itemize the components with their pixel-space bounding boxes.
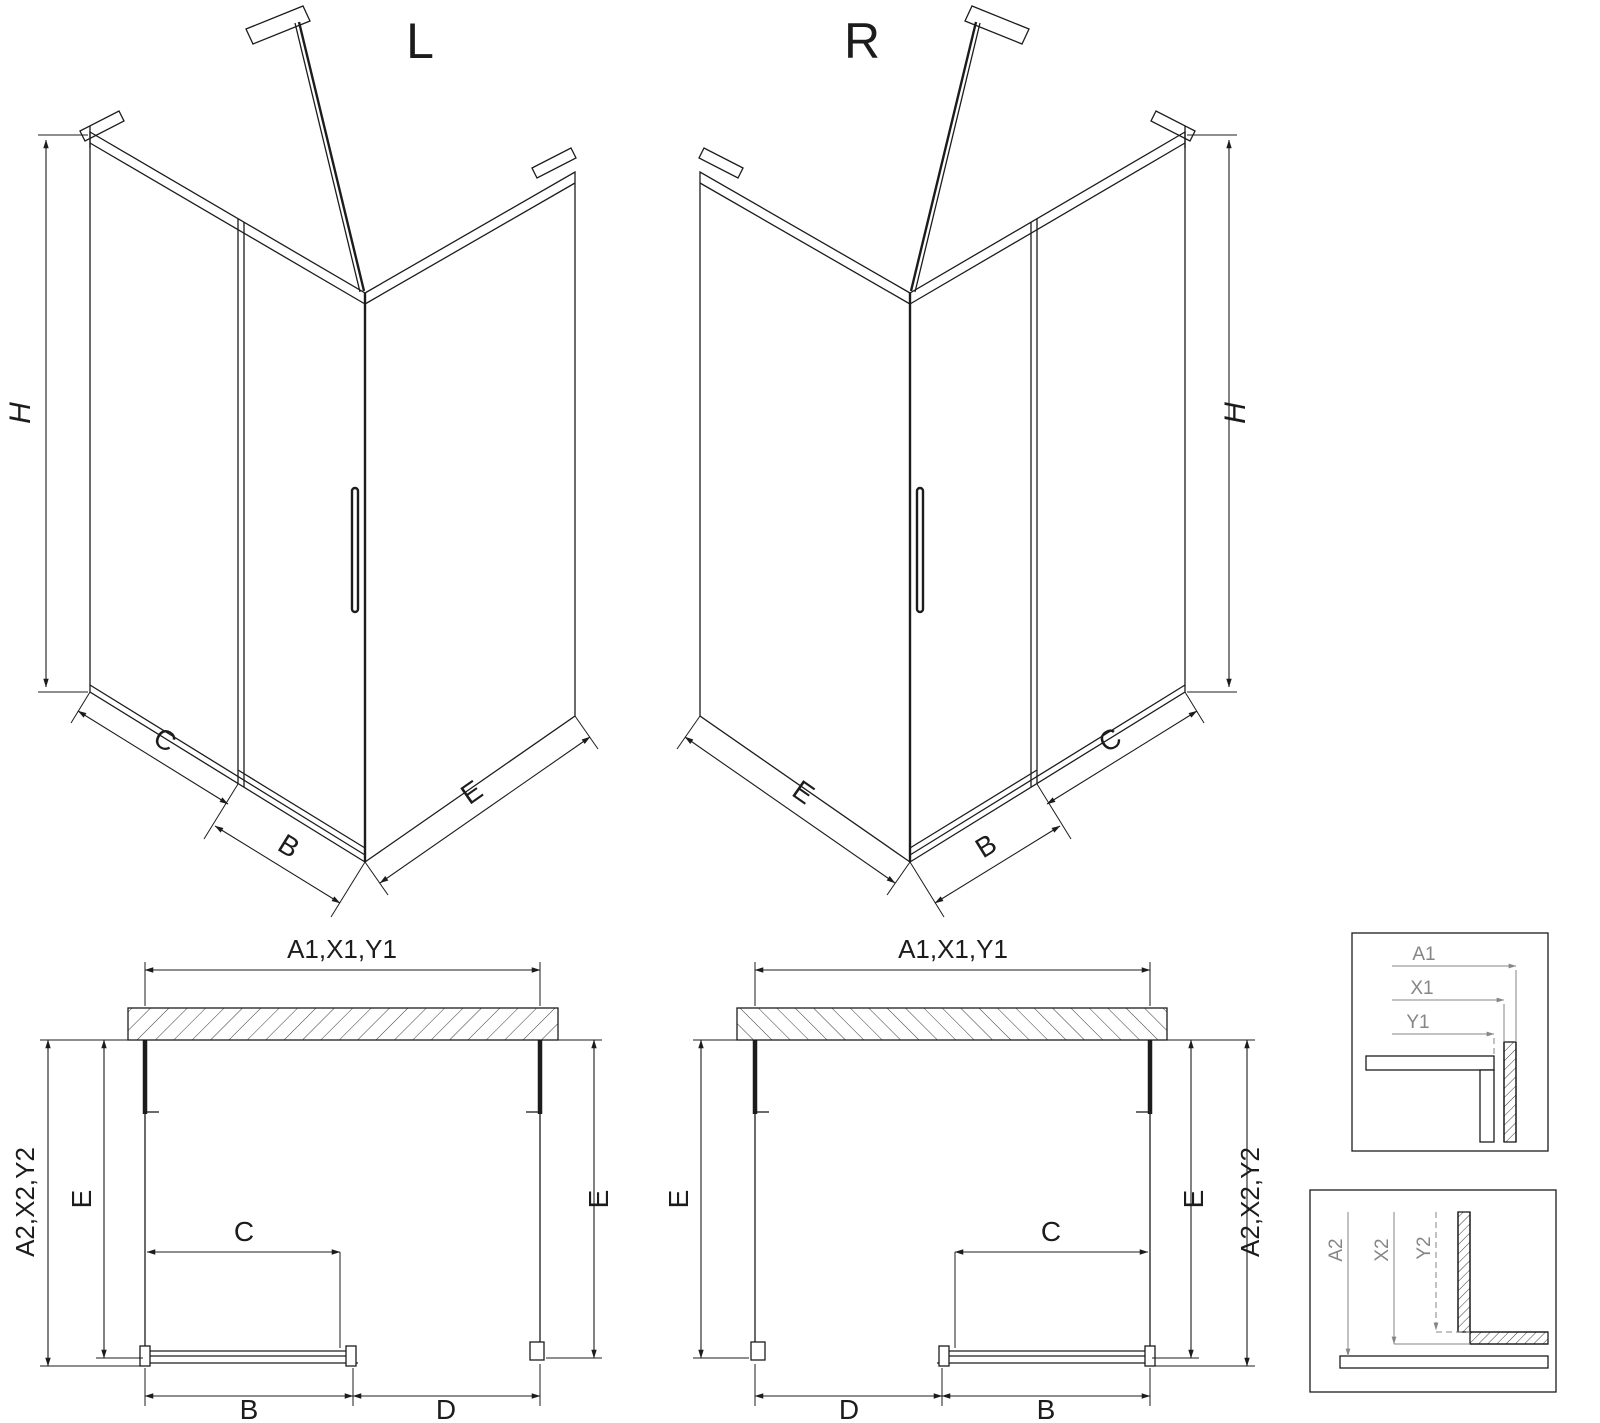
plan-left-dim-c: C — [234, 1216, 254, 1247]
detail-bottom-dim-a2: A2 — [1326, 1238, 1347, 1261]
dim-label-height-right: H — [1219, 402, 1252, 424]
dim-label-b-left: B — [273, 828, 305, 864]
plan-left-dim-top: A1,X1,Y1 — [287, 934, 397, 964]
plan-view-left: A1,X1,Y1 A2,X2,Y2 E E C B D — [10, 934, 614, 1423]
dim-label-c-right: C — [1093, 721, 1127, 758]
plan-left-geometry — [40, 962, 602, 1406]
plan-right-dim-outer: A2,X2,Y2 — [1235, 1147, 1265, 1257]
dim-label-c-left: C — [148, 721, 182, 758]
plan-right-dim-d: D — [839, 1394, 859, 1423]
plan-right-dim-e-right: E — [1178, 1190, 1209, 1209]
iso-view-left: L H C B E — [4, 6, 598, 917]
plan-left-dim-outer: A2,X2,Y2 — [10, 1147, 40, 1257]
plan-right-geometry — [693, 962, 1255, 1406]
detail-top-dim-x1: X1 — [1410, 978, 1433, 999]
detail-bottom-dim-x2: X2 — [1372, 1238, 1393, 1261]
plan-left-dim-e-left: E — [66, 1190, 97, 1209]
view-label-right: R — [844, 13, 880, 69]
plan-right-dim-c: C — [1041, 1216, 1061, 1247]
detail-bottom-dim-y2: Y2 — [1414, 1236, 1435, 1259]
plan-left-dim-e-right: E — [583, 1190, 614, 1209]
plan-left-dim-b: B — [240, 1394, 259, 1423]
plan-right-dim-e-left: E — [663, 1190, 694, 1209]
detail-view-bottom — [1309, 1189, 1557, 1393]
iso-left-geometry — [38, 6, 598, 917]
iso-right-geometry — [677, 6, 1237, 917]
plan-view-right: A1,X1,Y1 E E A2,X2,Y2 C D B — [663, 934, 1265, 1423]
view-label-left: L — [406, 13, 434, 69]
dim-label-height-left: H — [4, 402, 37, 424]
detail-top-dim-y1: Y1 — [1406, 1012, 1429, 1033]
detail-top-dim-a1: A1 — [1412, 944, 1435, 965]
dim-label-b-right: B — [970, 828, 1002, 864]
detail-view-top — [1351, 932, 1549, 1152]
plan-right-dim-top: A1,X1,Y1 — [898, 934, 1008, 964]
iso-view-right: R H C B E — [677, 6, 1252, 917]
plan-right-dim-b: B — [1037, 1394, 1056, 1423]
plan-left-dim-d: D — [436, 1394, 456, 1423]
